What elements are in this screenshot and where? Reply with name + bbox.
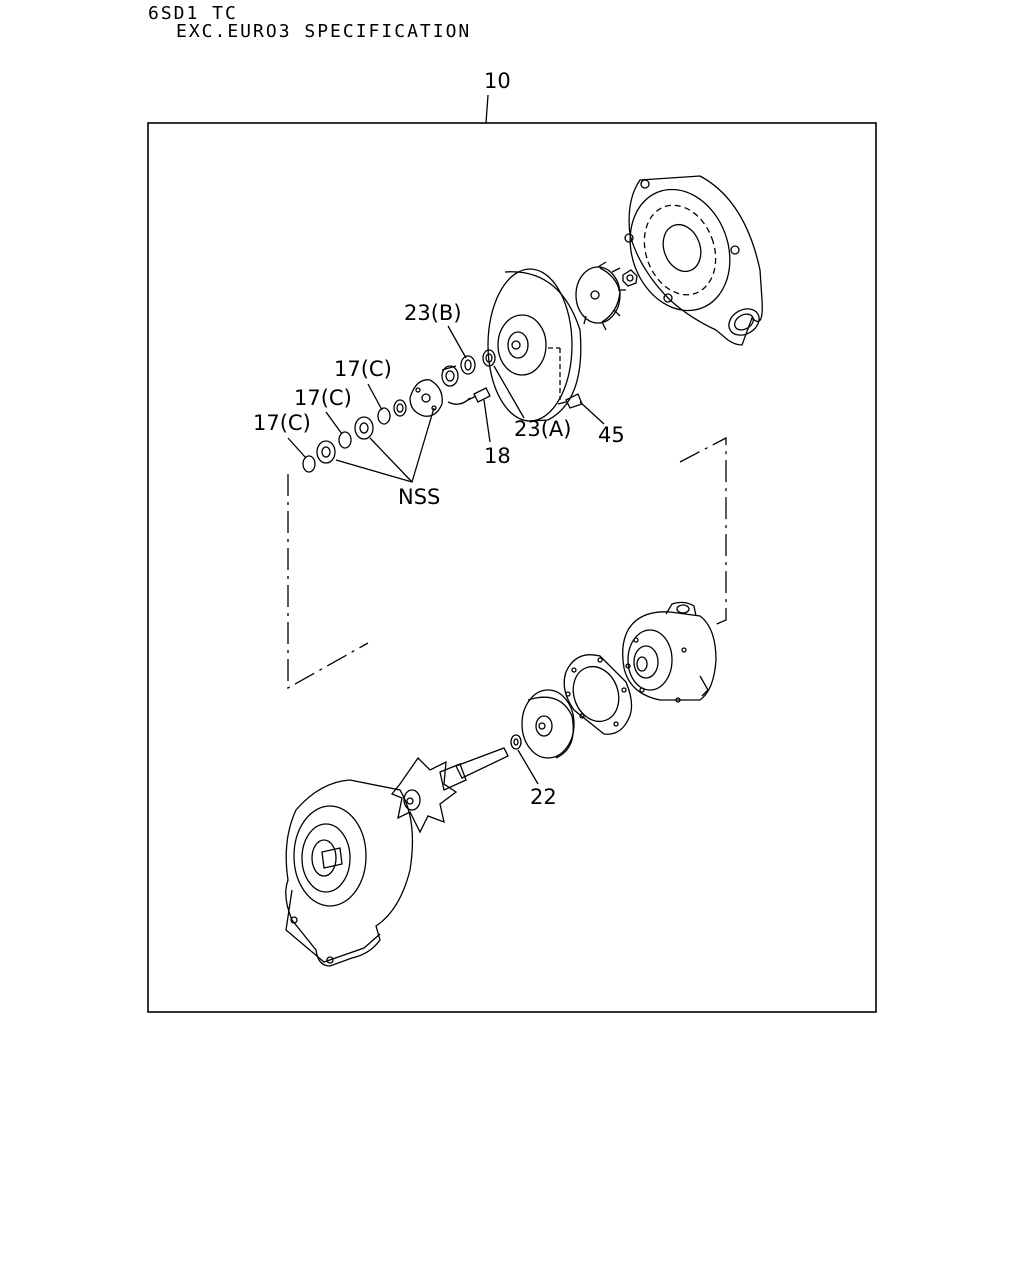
connector-right	[679, 436, 727, 627]
label-nss: NSS	[398, 485, 440, 509]
leader-18	[483, 399, 491, 443]
label-23a: 23(A)	[514, 417, 571, 441]
leader-23a	[493, 365, 525, 419]
turbine-shaft-wheel	[390, 747, 509, 834]
label-17c-1: 17(C)	[334, 357, 392, 381]
turbine-shroud	[521, 689, 575, 759]
seal-ring-22	[510, 734, 522, 750]
compressor-nut	[622, 269, 638, 287]
leader-10	[485, 94, 489, 124]
label-45: 45	[598, 423, 625, 447]
snap-ring-17c-3	[302, 455, 316, 473]
back-plate	[487, 268, 582, 422]
label-18: 18	[484, 444, 511, 468]
turbine-housing	[285, 779, 414, 967]
label-10: 10	[484, 69, 511, 93]
journal-bearing-2	[316, 440, 336, 464]
header-model: 6SD1 TC	[148, 3, 238, 24]
screw-18	[447, 387, 491, 405]
connector-left	[287, 474, 369, 690]
label-17c-2: 17(C)	[294, 386, 352, 410]
snap-ring-17c-2	[338, 431, 352, 449]
compressor-housing	[624, 175, 763, 346]
header-spec: EXC.EURO3 SPECIFICATION	[176, 21, 472, 42]
ring-23a	[482, 349, 496, 367]
snap-ring-17c-1	[377, 407, 391, 425]
compressor-wheel	[575, 261, 626, 331]
label-17c-3: 17(C)	[253, 411, 311, 435]
bearing-housing	[622, 601, 717, 703]
thrust-bearing	[409, 379, 443, 417]
leader-17c-3	[287, 437, 307, 459]
leader-23b	[447, 325, 467, 359]
leader-nss-b	[369, 437, 413, 483]
leader-45	[579, 401, 605, 425]
leader-22	[517, 749, 539, 785]
journal-bearing-1	[354, 416, 374, 440]
leader-17c-1	[367, 383, 383, 411]
gasket-plate	[563, 654, 633, 735]
leader-17c-2	[325, 411, 343, 435]
label-23b: 23(B)	[404, 301, 462, 325]
leader-nss-a	[335, 407, 435, 483]
washer	[393, 399, 407, 417]
label-22: 22	[530, 785, 557, 809]
assembly-frame	[147, 122, 877, 1013]
thrust-collar	[441, 365, 459, 387]
ring-23b	[460, 355, 476, 375]
